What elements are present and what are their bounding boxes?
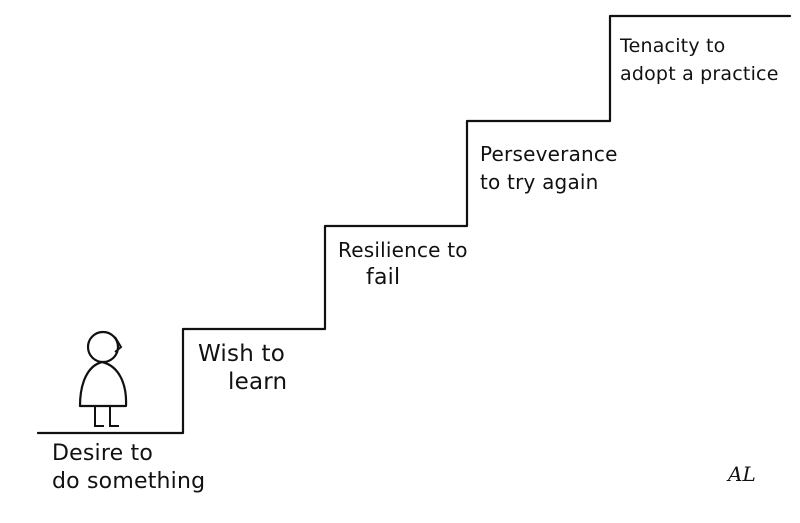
step-label-line: to try again <box>480 170 599 194</box>
step-label-line: Desire to <box>52 441 154 466</box>
step-label-line: Resilience to <box>338 238 468 262</box>
figure-head <box>86 330 120 364</box>
step-label-line: fail <box>366 265 401 290</box>
staircase-line <box>36 14 792 435</box>
artist-signature: AL <box>728 462 756 486</box>
step-label-line: do something <box>52 469 206 494</box>
step-label-line: learn <box>228 369 288 395</box>
step-label-line: Tenacity to <box>620 35 726 57</box>
step-label-line: Perseverance <box>480 142 618 166</box>
figure-body <box>78 360 128 408</box>
step-label-line: adopt a practice <box>620 63 779 85</box>
figure-mouth <box>114 336 123 353</box>
step-label-perseverance: Perseverance to try again <box>480 140 618 196</box>
step-label-desire: Desire to do something <box>52 440 205 496</box>
figure-left-leg <box>94 406 104 427</box>
step-label-resilience: Resilience to fail <box>338 236 468 292</box>
stick-figure <box>78 330 128 427</box>
figure-right-leg <box>109 406 119 427</box>
step-label-tenacity: Tenacity to adopt a practice <box>620 32 779 88</box>
step-label-line: Wish to <box>198 341 285 367</box>
step-label-wish: Wish to learn <box>198 340 287 396</box>
